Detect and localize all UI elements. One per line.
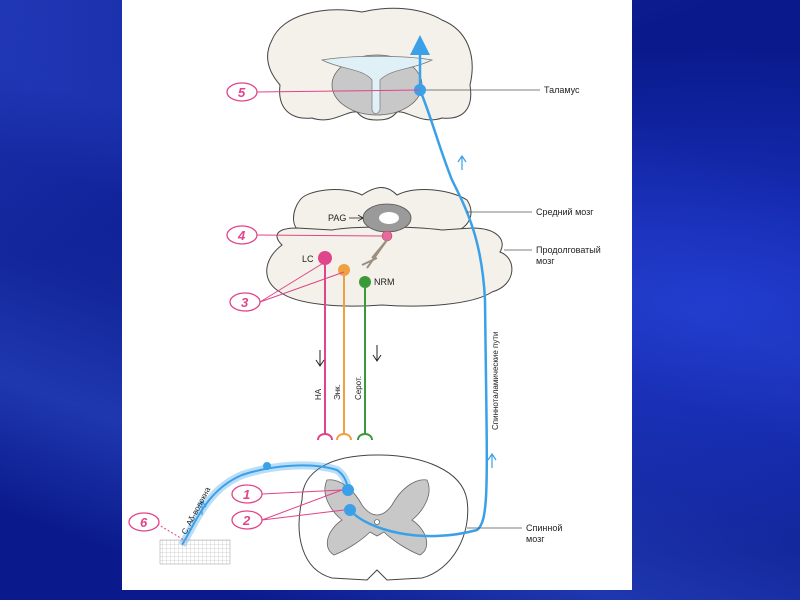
label-nrm: NRM [374,277,395,287]
medulla-outline [266,226,513,307]
pointer-2b [261,509,345,521]
pointer-3a [259,261,326,303]
aqueduct [379,212,399,224]
skin-patch [159,539,231,565]
label-pag: PAG [328,213,346,223]
label-thalamus: Таламус [544,85,580,95]
pag-arrow [349,214,364,222]
afferent-fiber [181,464,349,546]
marker-2: 2 [242,513,251,528]
marker-1-oval [231,484,263,504]
enk-terminal [336,433,352,441]
spinal-neuron-1 [342,484,354,496]
pointer-4 [256,234,383,237]
down-arrow-left [315,350,325,367]
na-terminal [317,433,333,441]
marker-6: 6 [140,515,148,530]
marker-5: 5 [238,85,246,100]
spinothalamic-tract [349,94,489,538]
marker-3-oval [229,292,261,312]
pag-output-fibers [361,239,388,269]
central-canal [374,519,380,525]
label-medulla-2: мозг [536,256,555,266]
pointer-2a [261,489,343,521]
marker-6-oval [128,512,160,532]
pain-pathway-diagram: 5 4 3 1 2 6 Таламус Средний мозг Продолг… [128,7,601,581]
label-spinal-2: мозг [526,534,545,544]
lc-neuron [318,251,332,265]
label-serot: Серот. [354,376,363,400]
marker-2-oval [231,510,263,530]
label-tract: Спинноталамические пути [491,331,500,430]
tract-arrow-upper [457,154,467,170]
pointer-5 [256,89,421,93]
marker-4: 4 [237,228,246,243]
pointer-1 [261,489,343,495]
marker-1: 1 [243,487,250,502]
diagram-canvas: 5 4 3 1 2 6 Таламус Средний мозг Продолг… [122,0,632,590]
marker-5-oval [226,82,258,102]
label-medulla-1: Продолговатый [536,245,601,255]
label-lc: LC [302,254,314,264]
label-spinal-1: Спинной [526,523,562,533]
serot-terminal [357,433,373,441]
enk-neuron [338,264,350,276]
down-arrow-right [372,345,382,362]
label-enk: Энк. [333,384,342,400]
pag-neuron [381,230,393,242]
pointer-3b [259,271,345,303]
ventricle [320,55,434,115]
pointer-6 [153,521,185,541]
marker-3: 3 [241,295,249,310]
spinal-gray-matter [324,479,430,556]
dorsal-root-ganglion [263,462,271,470]
nrm-neuron [359,276,371,288]
label-midbrain: Средний мозг [536,207,594,217]
label-fibers: C, Aδ-волокна [180,485,213,536]
label-na: НА [314,388,323,400]
marker-4-oval [226,225,258,245]
tract-arrow-lower [487,452,497,468]
